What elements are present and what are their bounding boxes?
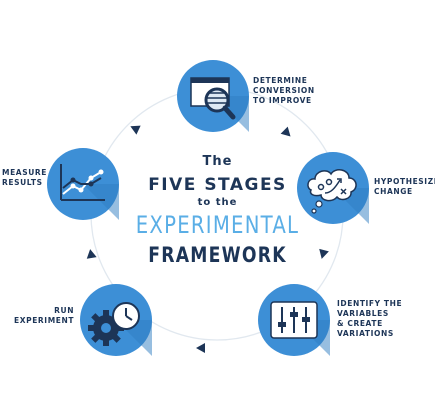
stage-hypothesize-label: HYPOTHESIZE CHANGE — [374, 177, 435, 196]
stage-identify-label: IDENTIFY THE VARIABLES & CREATE VARIATIO… — [337, 299, 403, 338]
magnifier-window-icon — [177, 60, 249, 132]
title-experimental: EXPERIMENTAL — [135, 211, 300, 239]
stage-run-node — [80, 284, 152, 356]
sliders-icon — [258, 284, 330, 356]
stage-hypothesize-node — [297, 152, 369, 224]
title-five-stages: FIVE STAGES — [148, 175, 287, 195]
stage-measure-node — [47, 148, 119, 220]
stage-determine-label: DETERMINE CONVERSION TO IMPROVE — [253, 76, 315, 105]
arrow-icon — [86, 249, 97, 259]
line-chart-icon — [47, 148, 119, 220]
title-to-the: to the — [197, 197, 238, 208]
stage-determine-node — [177, 60, 249, 132]
title-the: The — [202, 154, 233, 169]
stage-identify-node — [258, 284, 330, 356]
title-framework: FRAMEWORK — [148, 243, 287, 267]
stage-measure-label: MEASURE RESULTS — [2, 168, 47, 187]
arrow-icon — [130, 125, 141, 135]
arrow-icon — [280, 126, 291, 137]
arrow-icon — [319, 248, 329, 259]
gear-clock-icon — [80, 284, 152, 356]
arrow-icon — [196, 343, 205, 353]
stage-run-label: RUN EXPERIMENT — [14, 306, 75, 325]
thought-cloud-strategy-icon — [297, 152, 369, 224]
